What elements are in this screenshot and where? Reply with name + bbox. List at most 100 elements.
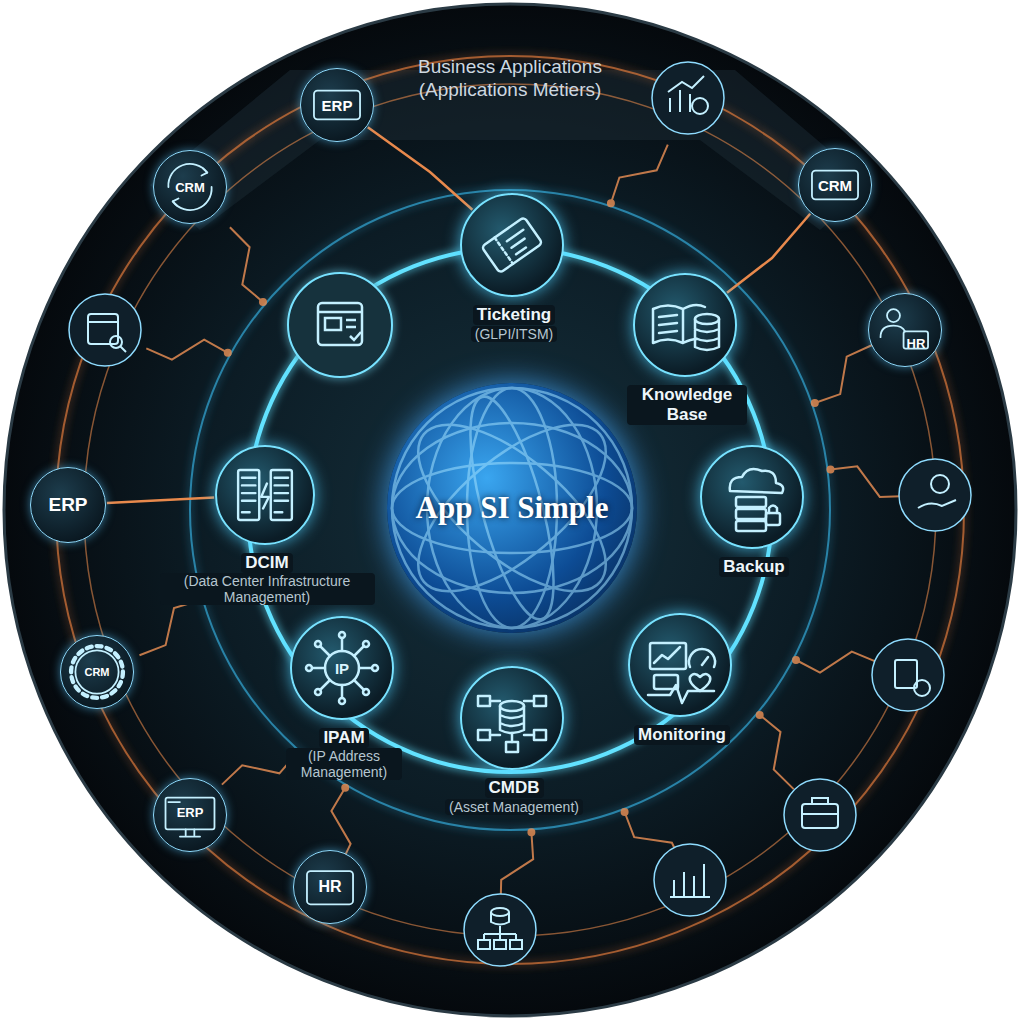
wire-joint (608, 200, 614, 206)
node-icon (478, 696, 546, 752)
node-icon (500, 706, 524, 733)
node-icon (173, 168, 208, 205)
module-subtitle: (Data Center Infrastructure Management) (160, 573, 375, 605)
business-app-circle: HR (868, 293, 942, 367)
node-icon (654, 647, 680, 663)
app-glyph (931, 475, 949, 493)
node-icon (306, 665, 312, 671)
module-subtitle: (Asset Management) (445, 799, 583, 815)
node-icon (478, 730, 490, 740)
node-icon (512, 239, 525, 248)
node-icon (812, 171, 858, 200)
app-glyph (914, 680, 930, 696)
business-app-icon (654, 844, 726, 916)
wire-joint (812, 400, 818, 406)
node-icon (478, 696, 490, 706)
node-icon (392, 388, 632, 628)
node-icon (689, 649, 715, 667)
module-label: Knowledge Base (627, 385, 747, 425)
node-icon (392, 396, 632, 620)
module-name: Backup (719, 557, 788, 577)
app-glyph (88, 76, 956, 949)
app-name: CRM (818, 177, 852, 194)
app-glyph (802, 798, 838, 814)
app-glyph (491, 908, 509, 916)
node-icon (392, 388, 632, 628)
node-icon (736, 497, 766, 507)
module-circle (346, 319, 356, 322)
app-glyph (670, 864, 710, 897)
module-circle (325, 318, 341, 330)
business-app-icon (69, 62, 971, 966)
connector (368, 127, 473, 210)
node-icon (534, 696, 546, 706)
module-circle (346, 326, 356, 329)
node-icon (339, 632, 345, 638)
node-icon (242, 478, 288, 513)
node-icon (650, 643, 686, 669)
node-icon (392, 463, 632, 553)
business-app-icon (464, 894, 536, 966)
node-icon (690, 674, 711, 691)
node-icon (75, 650, 118, 693)
node-icon (238, 470, 292, 520)
node-icon (648, 643, 715, 703)
business-app-circle: CRM (60, 635, 134, 709)
circuit-wire (796, 652, 878, 673)
wire-joint (793, 657, 799, 663)
circuit-wire (760, 715, 794, 789)
app-name: ERP (48, 494, 87, 516)
module-label: Backup (684, 557, 824, 577)
core-sphere: App SI Simple (387, 383, 637, 633)
circuit-wire (140, 600, 200, 655)
connector-line (727, 214, 810, 293)
node-icon (653, 305, 719, 350)
node-icon (766, 513, 780, 525)
app-glyph (692, 98, 708, 114)
node-icon (166, 798, 215, 837)
circuit-wire (831, 466, 908, 497)
business-app-circle: CRM (153, 150, 227, 224)
node-icon (812, 171, 858, 200)
circuit-wire (815, 345, 872, 403)
module-name: CMDB (485, 778, 544, 798)
business-app-icon (652, 62, 724, 134)
orange-ring (56, 56, 964, 964)
node-icon (887, 309, 900, 322)
business-app-icon (872, 639, 944, 711)
module-circle (288, 273, 392, 377)
node-icon (307, 871, 353, 904)
connector-line (368, 127, 473, 210)
app-name: CRM (175, 180, 205, 195)
app-glyph (494, 940, 506, 949)
business-app-icon (69, 294, 141, 366)
node-icon (500, 701, 524, 711)
node-icon (869, 294, 941, 366)
module-circle: DCIM(Data Center Infrastructure Manageme… (215, 445, 315, 545)
module-label: Monitoring (612, 725, 752, 745)
diagram-title: Business Applications (Applications Méti… (390, 55, 630, 101)
node-icon (635, 275, 735, 375)
circuit-wire (140, 145, 908, 908)
node-icon (315, 689, 321, 695)
module-name: Ticketing (473, 305, 555, 325)
node-icon (653, 305, 705, 343)
app-glyph (88, 321, 118, 323)
module-label: IPAM(IP Address Management) (286, 728, 402, 781)
node-icon (363, 689, 369, 695)
node-icon (695, 319, 719, 350)
node-icon (462, 668, 562, 768)
node-icon (881, 326, 905, 338)
node-icon (507, 230, 523, 241)
wire-joint (225, 350, 231, 356)
node-icon (314, 91, 360, 120)
app-glyph (895, 660, 917, 688)
node-icon (534, 730, 546, 740)
node-icon (312, 638, 372, 698)
outer-disk (4, 4, 1016, 1016)
orange-ring (84, 84, 936, 936)
app-glyph (484, 912, 516, 940)
node-icon (511, 733, 514, 742)
node-icon (702, 447, 802, 547)
